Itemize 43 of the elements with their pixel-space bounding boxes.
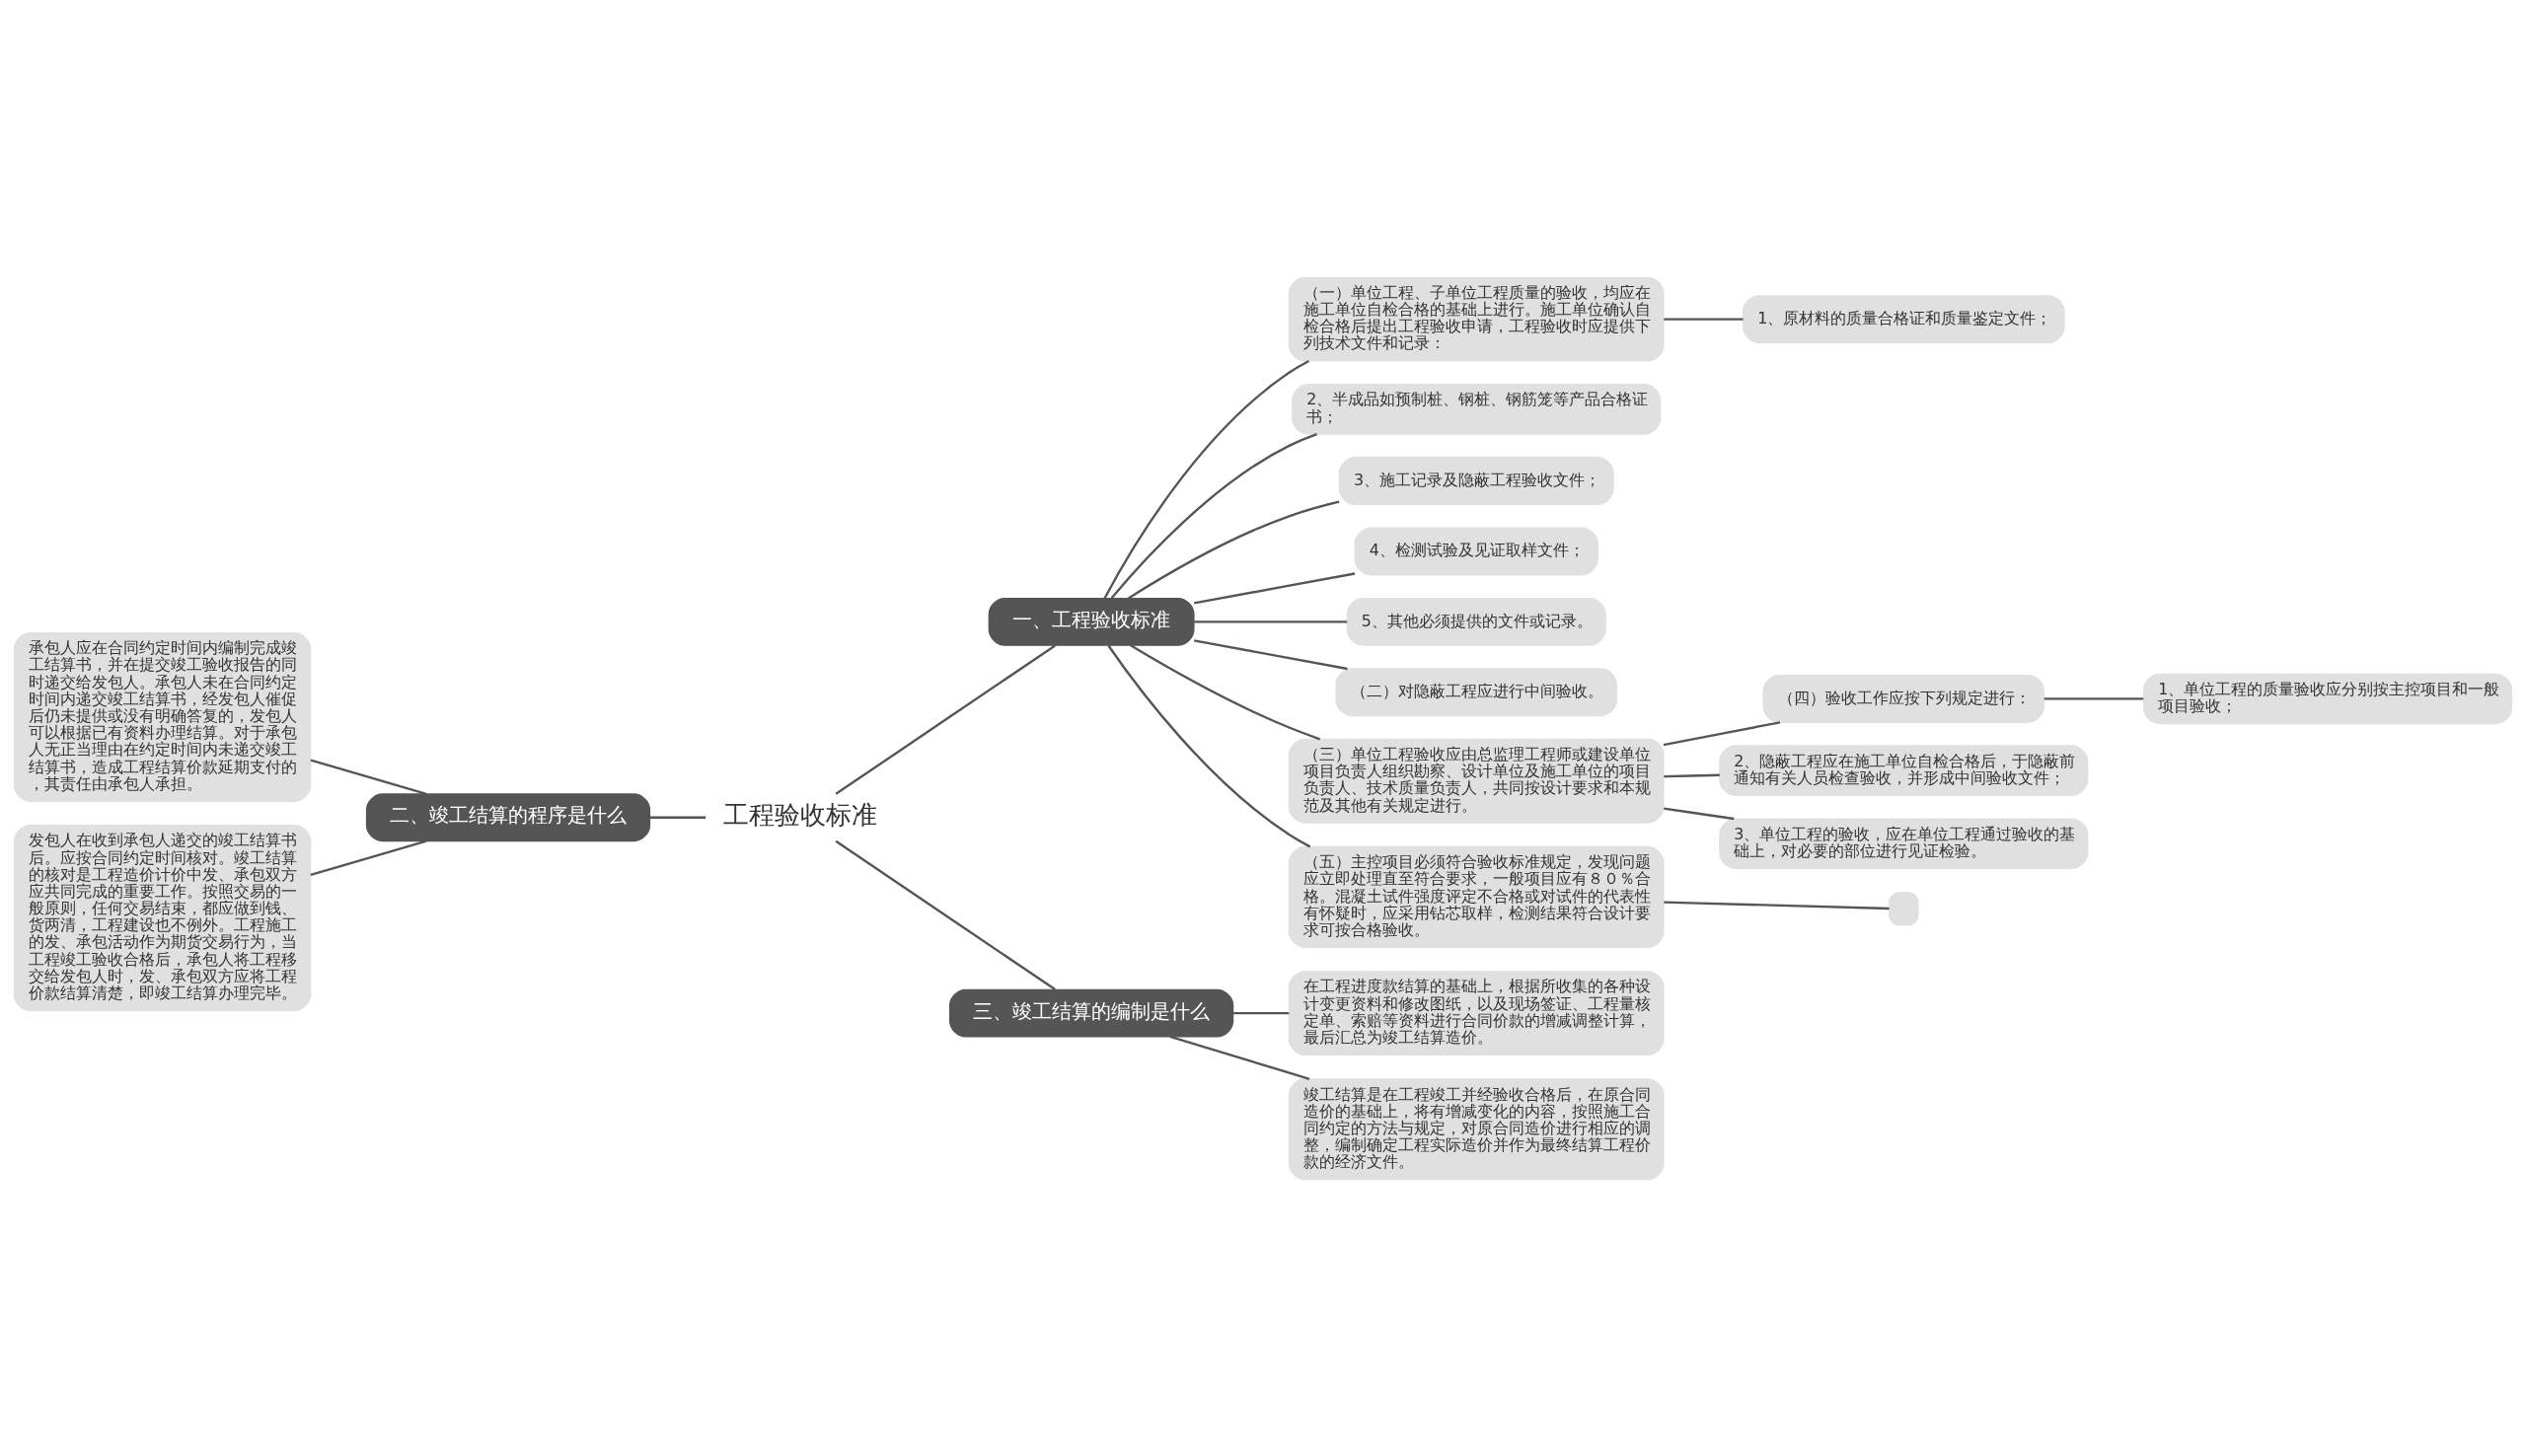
node-box: 3、施工记录及隐蔽工程验收文件； — [1338, 456, 1614, 505]
connector — [1107, 644, 1311, 847]
connector — [1103, 359, 1309, 599]
connector — [1128, 499, 1340, 599]
connector — [310, 758, 427, 795]
node-box: 4、检测试验及见证取样文件； — [1354, 527, 1598, 575]
node-box: 发包人在收到承包人递交的竣工结算书后。应按合同约定时间核对。竣工结算的核对是工程造价计价中发、承包双方应共同完成的重要工作。按照交易的一般原则，任何交易结束，都应做到钱、货两清，工程建设也不例外。工程施工的发、承包活动作为期货交易行为，当工程竣工验收合格后，承包人将工程移交给发包人时，发、承包双方应将工程价款结算清楚，即竣工结算办理完毕。 — [13, 824, 312, 1011]
node-box: 承包人应在合同约定时间内编制完成竣工结算书，并在提交竣工验收报告的同时递交给发包人。承包人未在合同约定时间内递交竣工结算书，经发包人催促后仍未提供或没有明确答复的，发包人可以根据已有资料办理结算。对于承包人无正当理由在约定时间内未递交竣工结算书，造成工程结算价款延期支付的，其责任由承包人承担。 — [13, 631, 312, 802]
node-box: 1、单位工程的质量验收应分别按主控项目和一般项目验收； — [2142, 673, 2513, 724]
connector — [1664, 317, 1744, 321]
node-box: 一、工程验收标准 — [988, 597, 1195, 646]
connector — [1110, 432, 1317, 599]
connector — [1664, 900, 1890, 910]
node-box: 5、其他必须提供的文件或记录。 — [1346, 597, 1606, 646]
connector — [1194, 619, 1348, 623]
connector — [1664, 806, 1735, 820]
connector — [1194, 638, 1348, 670]
connector — [835, 839, 1056, 990]
connector — [1169, 1035, 1310, 1080]
node-box: （一）单位工程、子单位工程质量的验收，均应在施工单位自检合格的基础上进行。施工单位确认自检合格后提出工程验收申请，工程验收时应提供下列技术文件和记录： — [1288, 276, 1665, 362]
node-box: （四）验收工作应按下列规定进行： — [1762, 674, 2045, 723]
node-box: （二）对隐蔽工程应进行中间验收。 — [1335, 667, 1617, 716]
connector — [1664, 773, 1720, 777]
node-box: 二、竣工结算的程序是什么 — [365, 792, 651, 841]
connector — [1663, 720, 1781, 746]
node-box: 竣工结算是在工程竣工并经验收合格后，在原合同造价的基础上，将有增减变化的内容，按照施工合同约定的方法与规定，对原合同造价进行相应的调整，编制确定工程实际造价并作为最终结算工程价款的经济文件。 — [1288, 1077, 1665, 1180]
node-box: 2、隐蔽工程应在施工单位自检合格后，于隐蔽前通知有关人员检查验收，并形成中间验收文件； — [1719, 744, 2089, 796]
connector — [1233, 1011, 1290, 1014]
node-box: 1、原材料的质量合格证和质量鉴定文件； — [1742, 294, 2065, 343]
node-box: 三、竣工结算的编制是什么 — [948, 988, 1234, 1038]
connector — [1194, 571, 1356, 605]
connector — [835, 643, 1056, 795]
node-text: 工程验收标准 — [722, 798, 877, 830]
connector — [649, 816, 706, 819]
node-box: 2、半成品如预制桩、钢桩、钢筋笼等产品合格证书； — [1292, 383, 1662, 435]
node-box: （三）单位工程验收应由总监理工程师或建设单位项目负责人组织勘察、设计单位及施工单位的项目负责人、技术质量负责人，共同按设计要求和本规范及其他有关规定进行。 — [1288, 738, 1665, 824]
connector — [310, 839, 427, 876]
node-box: 在工程进度款结算的基础上，根据所收集的各种设计变更资料和修改图纸，以及现场签证、工程量核定单、索赔等资料进行合同价款的增减调整计算，最后汇总为竣工结算造价。 — [1288, 970, 1665, 1056]
node-box: 3、单位工程的验收，应在单位工程通过验收的基础上，对必要的部位进行见证检验。 — [1719, 817, 2089, 869]
node-box — [1889, 891, 1919, 925]
node-box: （五）主控项目必须符合验收标准规定，发现问题应立即处理直至符合要求，一般项目应有８０％合格。混凝土试件强度评定不合格或对试件的代表性有怀疑时，应采用钻芯取样，检测结果符合设计要求可按合格验收。 — [1288, 845, 1665, 948]
connector — [1130, 643, 1321, 740]
connector — [2043, 696, 2144, 700]
